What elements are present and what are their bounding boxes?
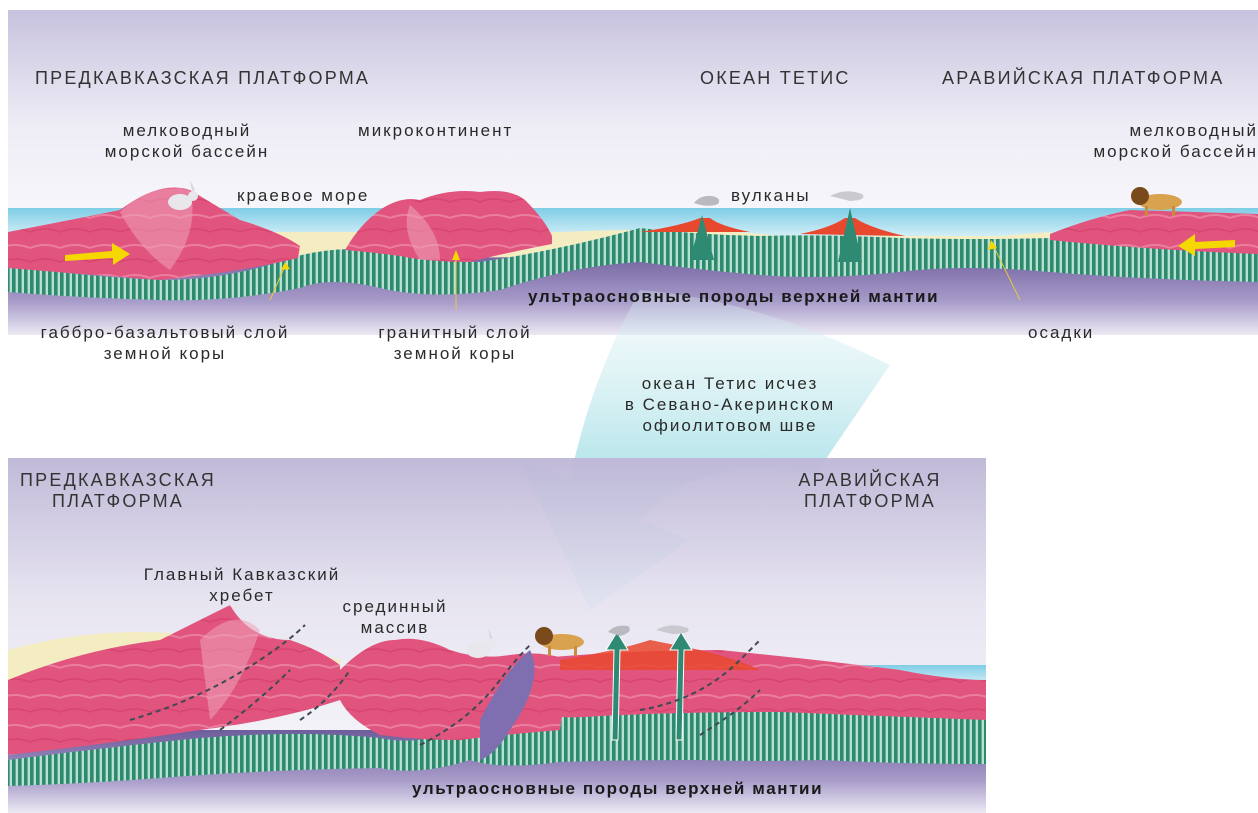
shallow-sea-right-label: мелководный морской бассейн bbox=[1058, 120, 1258, 162]
bottom-mantle-label: ультраосновные породы верхней мантии bbox=[412, 778, 823, 799]
shallow-sea-right-line2: морской бассейн bbox=[1058, 141, 1258, 162]
volcanoes-label: вулканы bbox=[731, 185, 811, 206]
bottom-platform-right-line1: АРАВИЙСКАЯ bbox=[776, 470, 964, 491]
microcontinent-label: микроконтинент bbox=[358, 120, 513, 141]
shallow-sea-left-line1: мелководный bbox=[92, 120, 282, 141]
marginal-sea-label: краевое море bbox=[237, 185, 369, 206]
gabbro-layer-line2: земной коры bbox=[15, 343, 315, 364]
transition-line3: офиолитовом шве bbox=[590, 415, 870, 436]
transition-line1: океан Тетис исчез bbox=[590, 373, 870, 394]
transition-label: океан Тетис исчез в Севано-Акеринском оф… bbox=[590, 373, 870, 436]
gabbro-layer-label: габбро-базальтовый слой земной коры bbox=[15, 322, 315, 364]
median-massif-label: срединный массив bbox=[320, 596, 470, 638]
bottom-platform-right-label: АРАВИЙСКАЯ ПЛАТФОРМА bbox=[776, 470, 964, 512]
bottom-platform-right-line2: ПЛАТФОРМА bbox=[776, 491, 964, 512]
shallow-sea-left-label: мелководный морской бассейн bbox=[92, 120, 282, 162]
transition-line2: в Севано-Акеринском bbox=[590, 394, 870, 415]
main-ridge-line1: Главный Кавказский bbox=[112, 564, 372, 585]
bottom-platform-left-line2: ПЛАТФОРМА bbox=[8, 491, 228, 512]
top-platform-left-label: ПРЕДКАВКАЗСКАЯ ПЛАТФОРМА bbox=[35, 68, 370, 89]
median-massif-line1: срединный bbox=[320, 596, 470, 617]
gabbro-layer-line1: габбро-базальтовый слой bbox=[15, 322, 315, 343]
top-platform-right-label: АРАВИЙСКАЯ ПЛАТФОРМА bbox=[942, 68, 1224, 89]
top-mantle-label: ультраосновные породы верхней мантии bbox=[528, 286, 939, 307]
granite-layer-label: гранитный слой земной коры bbox=[355, 322, 555, 364]
granite-layer-line1: гранитный слой bbox=[355, 322, 555, 343]
shallow-sea-left-line2: морской бассейн bbox=[92, 141, 282, 162]
sediments-label: осадки bbox=[1028, 322, 1094, 343]
median-massif-line2: массив bbox=[320, 617, 470, 638]
top-ocean-label: ОКЕАН ТЕТИС bbox=[700, 68, 851, 89]
bottom-platform-left-label: ПРЕДКАВКАЗСКАЯ ПЛАТФОРМА bbox=[8, 470, 228, 512]
granite-layer-line2: земной коры bbox=[355, 343, 555, 364]
shallow-sea-right-line1: мелководный bbox=[1058, 120, 1258, 141]
bottom-platform-left-line1: ПРЕДКАВКАЗСКАЯ bbox=[8, 470, 228, 491]
